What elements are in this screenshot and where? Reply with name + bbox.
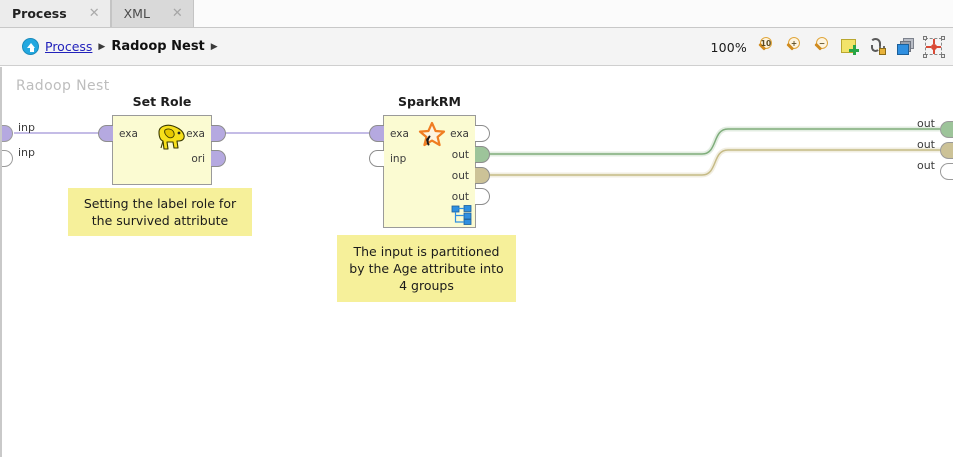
tab-process[interactable]: Process ✕	[0, 0, 111, 27]
spark-rm-input-label-inp: inp	[390, 153, 407, 165]
spark-star-icon	[418, 121, 446, 147]
subprocess-tree-icon[interactable]	[451, 205, 473, 225]
nest-output-label-0: out	[916, 117, 935, 130]
operator-spark-rm-title: SparkRM	[398, 94, 461, 109]
spark-rm-input-label-exa: exa	[390, 128, 409, 140]
zoom-reset-button[interactable]: 10	[755, 36, 777, 58]
operator-set-role[interactable]: Set Role exa exa ori	[98, 94, 226, 185]
tab-xml-close-icon[interactable]: ✕	[171, 5, 183, 21]
operator-spark-rm[interactable]: SparkRM exa inp exa out out out	[369, 94, 490, 228]
spark-rm-output-port-out-2[interactable]	[475, 188, 490, 205]
canvas-title: Radoop Nest	[16, 78, 110, 94]
auto-fit-button[interactable]	[923, 36, 945, 58]
wire-sparkrm-out1-halo	[476, 126, 940, 157]
set-role-output-port-ori[interactable]	[211, 150, 226, 167]
nest-output-port-2[interactable]	[940, 163, 953, 180]
tab-process-close-icon[interactable]: ✕	[88, 5, 100, 21]
tab-bar: Process ✕ XML ✕	[0, 0, 953, 28]
up-arrow-icon[interactable]	[22, 38, 39, 55]
set-role-output-label-ori: ori	[191, 153, 205, 165]
spark-rm-output-label-out-0: out	[451, 149, 469, 161]
set-role-input-label-exa: exa	[119, 128, 138, 140]
note-set-role-text: Setting the label role for the survived …	[83, 196, 237, 228]
operator-spark-rm-body[interactable]: exa inp exa out out out	[369, 115, 490, 228]
nest-input-label-0: inp	[18, 121, 36, 134]
spark-rm-output-label-out-2: out	[451, 191, 469, 203]
breadcrumb: Process ▶ Radoop Nest ▶	[0, 38, 218, 55]
zoom-out-symbol: −	[818, 38, 826, 48]
zoom-level-label: 100%	[710, 39, 747, 55]
set-role-input-port-exa[interactable]	[98, 125, 113, 142]
add-note-button[interactable]	[839, 36, 861, 58]
note-set-role[interactable]: Setting the label role for the survived …	[68, 188, 252, 236]
set-role-output-label-exa: exa	[186, 128, 205, 140]
arrange-layers-button[interactable]	[895, 36, 917, 58]
breadcrumb-link-process[interactable]: Process	[45, 39, 93, 54]
zoom-in-button[interactable]: +	[783, 36, 805, 58]
tab-bar-filler	[193, 0, 953, 27]
wire-sparkrm-out1-to-nest-out1	[476, 128, 940, 155]
wire-sparkrm-out2-halo	[476, 147, 940, 178]
tab-xml[interactable]: XML ✕	[110, 0, 194, 27]
nest-input-label-1: inp	[18, 146, 36, 159]
wire-sparkrm-out2-to-nest-out2	[476, 149, 940, 176]
operator-set-role-title: Set Role	[132, 94, 192, 109]
spark-rm-output-label-out-1: out	[451, 170, 469, 182]
zoom-out-button[interactable]: −	[811, 36, 833, 58]
connections-layer	[14, 126, 940, 178]
spark-rm-output-label-exa: exa	[450, 128, 469, 140]
nest-output-label-1: out	[916, 138, 935, 151]
spark-rm-output-port-exa[interactable]	[475, 125, 490, 142]
connect-ports-button[interactable]	[867, 36, 889, 58]
canvas-toolbar: 100% 10 + −	[710, 28, 945, 66]
nest-output-port-1[interactable]	[940, 142, 953, 159]
tab-process-label: Process	[12, 5, 67, 21]
spark-rm-input-port-exa[interactable]	[369, 125, 384, 142]
process-canvas[interactable]: Radoop Nest inp inp out out out Set R	[0, 67, 953, 457]
nest-output-port-0[interactable]	[940, 121, 953, 138]
operator-set-role-body[interactable]: exa exa ori	[98, 115, 226, 185]
tab-xml-label: XML	[123, 5, 150, 21]
breadcrumb-separator-2: ▶	[210, 41, 218, 52]
spark-rm-input-port-inp[interactable]	[369, 150, 384, 167]
hadoop-elephant-icon	[158, 124, 185, 150]
spark-rm-output-port-out-0[interactable]	[475, 146, 490, 163]
breadcrumb-separator-1: ▶	[98, 41, 106, 52]
nest-output-label-2: out	[916, 159, 935, 172]
note-spark-rm-text: The input is partitioned by the Age attr…	[349, 244, 504, 293]
spark-rm-output-port-out-1[interactable]	[475, 167, 490, 184]
zoom-reset-symbol: 10	[760, 38, 772, 48]
breadcrumb-current-radoop-nest: Radoop Nest	[111, 39, 205, 54]
note-spark-rm[interactable]: The input is partitioned by the Age attr…	[337, 235, 516, 302]
zoom-in-symbol: +	[790, 38, 798, 48]
set-role-output-port-exa[interactable]	[211, 125, 226, 142]
